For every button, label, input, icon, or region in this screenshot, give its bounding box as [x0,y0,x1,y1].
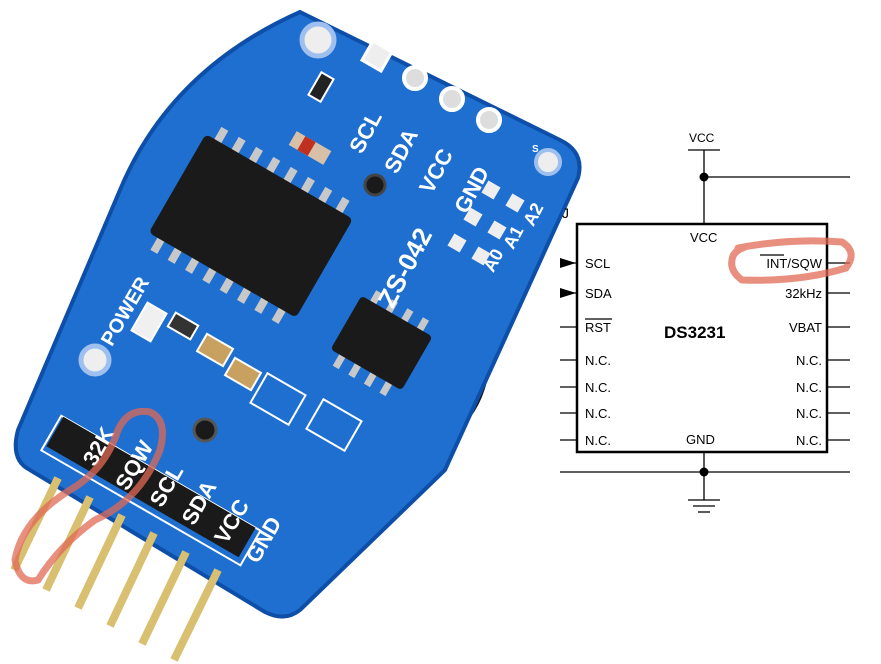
bottom-header [10,416,256,662]
smd-footprint [249,371,307,427]
left-pin-label: N.C. [585,406,611,421]
right-pins: INT/SQW 32kHz VBAT N.C. N.C. N.C. N.C. [760,254,850,448]
highlight-sqw-schematic [728,237,855,284]
capacitor [195,332,235,368]
left-pins: SCL SDA RST N.C. N.C. N.C. N.C. [560,256,612,448]
ref-label: J [562,205,569,221]
highlight-sqw-module [11,407,166,585]
pad-round [439,86,465,112]
vcc-supply-label: VCC [689,131,715,145]
header-pin [10,476,62,572]
rtc-module-photo: SCL SDA VCC GND S [10,9,582,662]
right-pin-label: 32kHz [785,286,822,301]
mount-hole [78,343,112,377]
mount-hole [534,148,562,176]
left-pin-label: SCL [585,256,610,271]
header-pin [74,513,126,610]
chip-name: DS3231 [664,323,725,342]
right-pin-label: N.C. [796,433,822,448]
chip-body [575,222,829,454]
pad-round [476,107,502,133]
left-pin-label: N.C. [585,353,611,368]
input-arrow-icon [560,288,576,298]
ds3231-schematic: VCC J DS3231 VCC GND SCL SDA RST [560,131,855,513]
header-pin [106,531,158,628]
via [363,173,387,197]
diode-band [297,136,316,156]
right-pin-label: VBAT [789,320,822,335]
rtc-chip [331,290,432,397]
left-pin-label: N.C. [585,433,611,448]
capacitor [223,356,263,392]
left-pin-label: N.C. [585,380,611,395]
power-led [130,301,168,343]
resistor [166,311,200,341]
eeprom-chip [150,126,352,324]
header-pin [170,568,222,662]
header-pin [138,550,190,646]
left-pin-label: SDA [585,286,612,301]
gnd-pin-label: GND [686,432,715,447]
pad-round [402,65,428,91]
address-jumpers [447,180,525,266]
top-header [359,38,502,133]
vcc-pin-label: VCC [690,230,717,245]
right-pin-label: N.C. [796,353,822,368]
input-arrow-icon [560,258,576,268]
right-pin-label: N.C. [796,406,822,421]
smd-footprint [305,397,363,453]
right-pin-label: INT/SQW [766,256,822,271]
small-mark: S [532,144,539,155]
mount-hole [299,21,337,59]
right-pin-label: N.C. [796,380,822,395]
resistor [307,70,335,104]
left-pin-label: RST [585,320,611,335]
pad-square [359,38,395,74]
via [192,417,218,443]
